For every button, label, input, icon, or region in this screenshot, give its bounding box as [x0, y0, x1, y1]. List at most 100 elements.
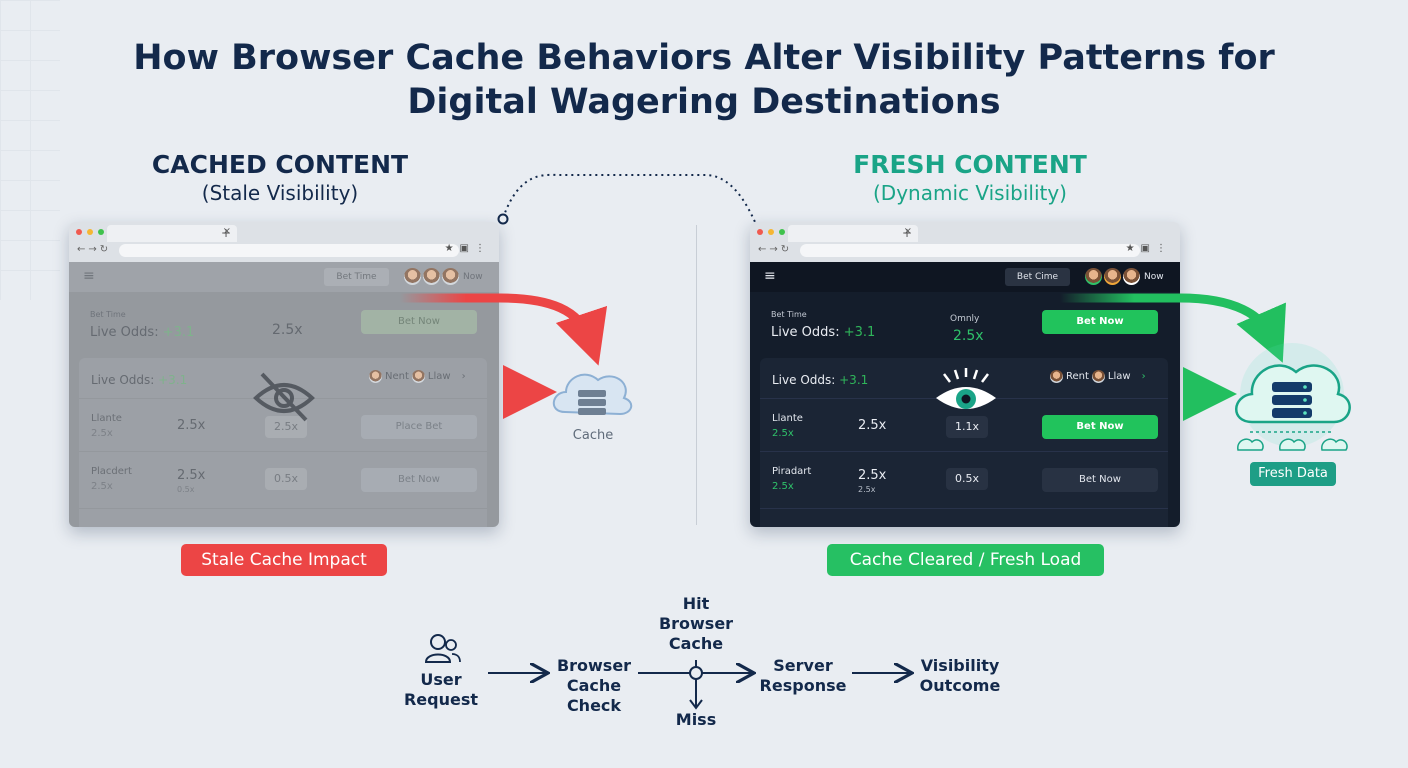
browser-chrome: × + ←→↻ ★▣⋮ — [750, 222, 1180, 262]
flow-text: User — [420, 670, 462, 689]
window-controls[interactable] — [76, 229, 104, 235]
close-dot-icon[interactable] — [76, 229, 82, 235]
cached-heading-text: CACHED CONTENT — [151, 150, 409, 179]
stale-cache-badge: Stale Cache Impact — [181, 544, 387, 576]
flow-text: Cache — [668, 634, 724, 653]
fresh-content-heading: FRESH CONTENT (Dynamic Visibility) — [800, 150, 1140, 206]
app-topbar: ≡ Bet Cime Now — [750, 262, 1180, 292]
row-multiplier: 2.5x — [858, 468, 887, 483]
address-bar[interactable] — [800, 244, 1140, 257]
browser-chrome: × + ←→↻ ★▣⋮ — [69, 222, 499, 262]
fresh-heading-text: FRESH CONTENT — [853, 150, 1087, 179]
row-sub: 2.5x — [772, 428, 794, 439]
maximize-dot-icon[interactable] — [779, 229, 785, 235]
minimize-dot-icon[interactable] — [87, 229, 93, 235]
toolbar-icons[interactable]: ★▣⋮ — [444, 243, 491, 254]
odds-row: Bet Time Live Odds: +3.1 Omnly 2.5x Bet … — [750, 292, 1180, 360]
now-label: Now — [1144, 272, 1164, 282]
bet-time-button[interactable]: Bet Cime — [1005, 268, 1070, 286]
row-sub: 2.5x — [772, 481, 794, 492]
row-odds-chip[interactable]: 0.5x — [946, 468, 988, 490]
flow-text: Visibility — [920, 656, 1000, 675]
browser-tab[interactable]: × — [788, 225, 918, 242]
page-title: How Browser Cache Behaviors Alter Visibi… — [133, 38, 1275, 122]
card-live-odds: Live Odds: +3.1 — [772, 373, 868, 387]
main-multiplier: 2.5x — [953, 328, 984, 344]
flow-text: Server — [773, 656, 833, 675]
cache-label: Cache — [572, 428, 614, 443]
nav-buttons-icon[interactable]: ←→↻ — [758, 244, 793, 255]
minimize-dot-icon[interactable] — [768, 229, 774, 235]
eye-icon — [936, 368, 996, 409]
row-name: Llante — [772, 413, 803, 424]
flow-text: Request — [403, 690, 479, 709]
new-tab-icon[interactable]: + — [221, 226, 232, 240]
card-live-odds-label: Live Odds: — [772, 373, 836, 387]
cached-subheading-text: (Stale Visibility) — [201, 181, 359, 205]
close-tab-icon[interactable]: × — [903, 226, 912, 237]
window-controls[interactable] — [757, 229, 785, 235]
avatar — [1123, 268, 1140, 285]
live-odds-delta: +3.1 — [843, 325, 876, 340]
toolbar-icons[interactable]: ★▣⋮ — [1125, 243, 1172, 254]
flow-connectors — [488, 660, 910, 710]
flow-miss-label: Miss — [675, 710, 717, 729]
browser-tab[interactable]: × — [107, 225, 237, 242]
bet-now-button[interactable]: Bet Now — [1042, 415, 1158, 439]
row-odds-chip[interactable]: 1.1x — [946, 416, 988, 438]
avatar — [1091, 370, 1105, 383]
user-icon — [424, 634, 461, 663]
close-tab-icon[interactable]: × — [222, 226, 231, 237]
flow-text: Check — [566, 696, 622, 715]
cached-content-heading: CACHED CONTENT (Stale Visibility) — [110, 150, 450, 206]
flow-hit-label: Hit — [682, 594, 710, 613]
flow-user-request: User Request — [395, 670, 487, 710]
live-odds-label: Live Odds: — [771, 325, 840, 340]
row-multiplier: 2.5x — [858, 418, 887, 433]
flow-text: Outcome — [919, 676, 1001, 695]
fresh-data-label: Fresh Data — [1250, 462, 1336, 486]
participant-name: Rent — [1066, 371, 1089, 382]
row-divider — [760, 508, 1168, 509]
odds-small-label: Omnly — [950, 314, 980, 324]
hamburger-menu-icon[interactable]: ≡ — [764, 268, 776, 284]
maximize-dot-icon[interactable] — [98, 229, 104, 235]
address-bar[interactable] — [119, 244, 459, 257]
nav-buttons-icon[interactable]: ←→↻ — [77, 244, 112, 255]
flow-text: Browser — [556, 656, 632, 675]
chevron-right-icon[interactable]: › — [1141, 371, 1146, 382]
cache-cloud-icon — [552, 373, 633, 416]
bet-card: Live Odds: +3.1 Rent Llaw › Llante 2.5x … — [760, 358, 1168, 527]
avatar — [1104, 268, 1121, 285]
dotted-connector — [497, 173, 756, 225]
cache-cleared-badge: Cache Cleared / Fresh Load — [827, 544, 1104, 576]
fresh-arrows — [1060, 293, 1286, 421]
flow-server-response: Server Response — [755, 656, 851, 696]
flow-hit-browser-cache: Hit Browser Cache — [650, 594, 742, 654]
center-divider — [696, 225, 697, 525]
bet-time-small: Bet Time — [771, 310, 807, 319]
close-dot-icon[interactable] — [757, 229, 763, 235]
row-divider — [760, 451, 1168, 452]
flow-text: Browser — [658, 614, 734, 633]
flow-text: Response — [759, 676, 847, 695]
flow-visibility-outcome: Visibility Outcome — [912, 656, 1008, 696]
row-name: Piradart — [772, 466, 812, 477]
row-multiplier-sub: 2.5x — [858, 485, 876, 494]
avatar-group — [1085, 268, 1140, 285]
bet-now-button[interactable]: Bet Now — [1042, 310, 1158, 334]
participant-name: Llaw — [1107, 371, 1131, 382]
flow-text: Cache — [566, 676, 622, 695]
live-odds: Live Odds: +3.1 — [771, 325, 875, 340]
card-live-odds-delta: +3.1 — [839, 373, 869, 387]
bet-now-button[interactable]: Bet Now — [1042, 468, 1158, 492]
new-tab-icon[interactable]: + — [902, 226, 913, 240]
avatar — [1085, 268, 1102, 285]
crossed-eye-icon — [253, 372, 315, 422]
fresh-data-cloud-icon — [1235, 343, 1351, 451]
card-participants: Rent Llaw › — [1050, 370, 1146, 383]
flow-browser-cache-check: Browser Cache Check — [548, 656, 640, 716]
stale-arrows — [400, 293, 608, 419]
background-grid — [0, 0, 60, 300]
